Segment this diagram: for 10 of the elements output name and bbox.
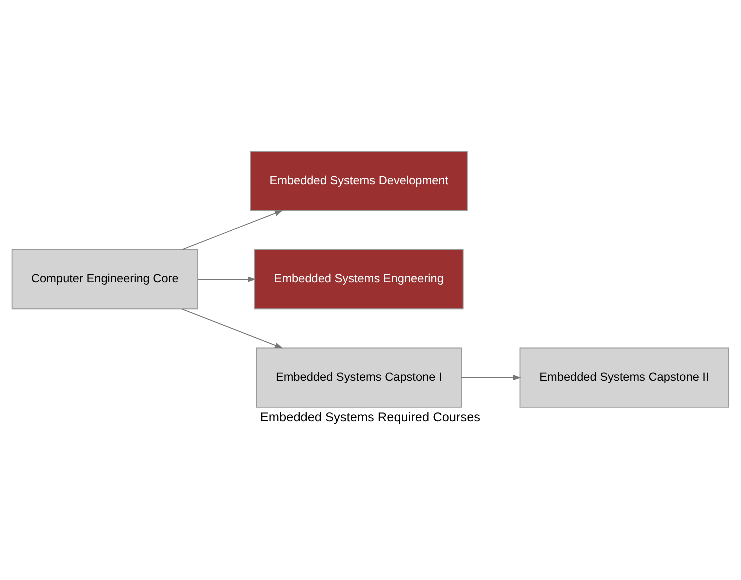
caption: Embedded Systems Required Courses — [260, 409, 481, 424]
arrow — [461, 374, 522, 381]
arrow — [182, 308, 284, 349]
arrow — [182, 210, 284, 250]
arrow — [198, 276, 256, 282]
node-box: Embedded Systems Capstone II — [520, 348, 730, 408]
node-box: Computer Engineering Core — [12, 250, 198, 310]
node-box: Embedded Systems Engneering — [254, 250, 464, 310]
node-box: Embedded Systems Capstone I — [256, 348, 462, 408]
node-box: Embedded Systems Development — [250, 151, 468, 212]
